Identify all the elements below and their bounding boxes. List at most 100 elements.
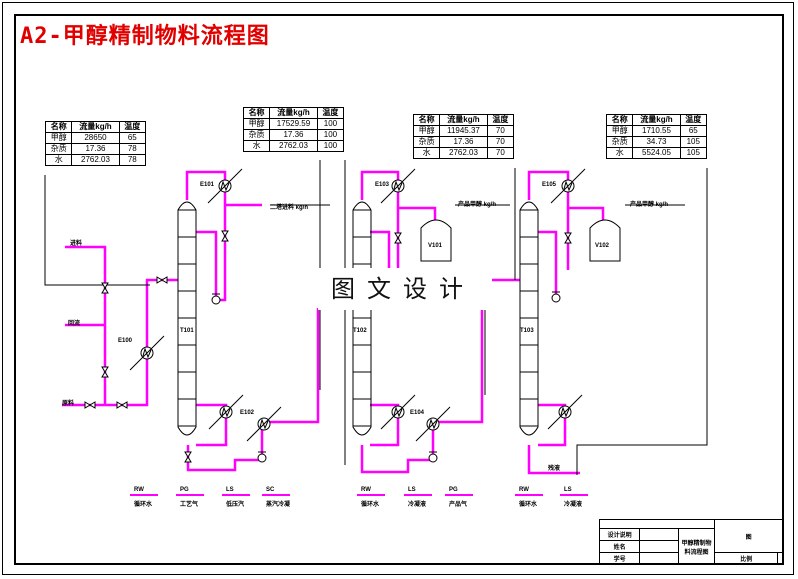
table-header: 流量kg/h	[71, 121, 120, 133]
table-header: 温度	[316, 107, 345, 119]
reflux3-pipe	[538, 230, 558, 300]
outlet3-label: 产品甲醇 kg/h	[630, 202, 669, 208]
overhead2-pipe	[360, 170, 400, 270]
legend-code: PG	[449, 487, 458, 493]
reboiler-1	[208, 394, 244, 430]
bottom2-pipe	[360, 308, 484, 474]
legend-line	[560, 494, 588, 496]
outlet1-label: 二塔进料 kg/h	[270, 205, 309, 211]
condenser2-label: E103	[375, 182, 390, 188]
legend-line	[130, 494, 158, 496]
table-cell: 17529.59	[269, 118, 318, 130]
distillation-column-1	[177, 201, 197, 436]
legend-line	[262, 494, 290, 496]
table-cell: 100	[316, 140, 345, 152]
table-cell: 70	[486, 136, 515, 148]
table-cell: 甲醇	[605, 125, 634, 137]
tank3-label: V102	[595, 243, 610, 249]
tank2-label: V101	[428, 243, 443, 249]
legend-line	[515, 494, 543, 496]
column2-label: T102	[353, 328, 367, 334]
legend-desc: 循环水	[134, 502, 153, 508]
preheater	[129, 335, 165, 371]
reboiler2-pipe	[370, 403, 400, 447]
condenser1-label: E101	[200, 182, 215, 188]
table-cell: 105	[679, 136, 708, 148]
valve-b	[116, 401, 128, 409]
overhead3-pipe	[527, 170, 570, 270]
table-header: 温度	[486, 114, 515, 126]
table-cell: 100	[316, 129, 345, 141]
legend-desc: 工艺气	[180, 502, 199, 508]
pump-3	[428, 451, 438, 463]
table-cell: 78	[118, 143, 147, 155]
table-cell: 5524.05	[632, 147, 681, 159]
condenser-1	[207, 168, 243, 204]
valve-reflux2	[394, 232, 402, 244]
valve-bottom1	[184, 451, 192, 463]
drawing-title: A2-甲醇精制物料流程图	[20, 24, 270, 49]
table-cell: 17.36	[439, 136, 488, 148]
drawing-border	[14, 14, 784, 565]
bottom3-label: 残液	[548, 466, 561, 472]
valve-feed1	[101, 282, 109, 294]
sheet-cell: 图	[714, 519, 783, 553]
reboiler1-pipe	[196, 403, 228, 447]
condenser3-label: E105	[542, 182, 557, 188]
table-cell: 甲醇	[44, 132, 73, 144]
outlet2-label: 产品甲醇 kg/h	[458, 202, 497, 208]
legend-code: LS	[226, 487, 234, 493]
table-cell: 甲醇	[412, 125, 441, 137]
table-cell: 28650	[71, 132, 120, 144]
table-cell: 水	[44, 154, 73, 166]
table-cell: 34.73	[632, 136, 681, 148]
watermark: 图文设计	[318, 268, 488, 310]
legend-line	[176, 494, 204, 496]
table-cell: 70	[486, 125, 515, 137]
table-header: 温度	[118, 121, 147, 133]
table-header: 温度	[679, 114, 708, 126]
table-header: 名称	[242, 107, 271, 119]
legend-code: RW	[361, 487, 371, 493]
legend-desc: 产品气	[449, 502, 468, 508]
feed1-pipe	[65, 245, 107, 405]
table-header: 名称	[44, 121, 73, 133]
table-header: 流量kg/h	[439, 114, 488, 126]
table-cell: 2762.03	[71, 154, 120, 166]
feed1-label: 进料	[70, 241, 83, 247]
reboiler1-label: E102	[240, 410, 255, 416]
table-header: 流量kg/h	[269, 107, 318, 119]
table-cell: 杂质	[412, 136, 441, 148]
legend-code: RW	[134, 487, 144, 493]
legend-desc: 蒸汽冷凝	[266, 502, 291, 508]
preheater-label: E100	[118, 338, 133, 344]
table-cell: 1710.55	[632, 125, 681, 137]
legend-desc: 低压汽	[226, 502, 245, 508]
table-cell: 2762.03	[439, 147, 488, 159]
distillation-column-2	[352, 201, 372, 436]
legend-desc: 冷凝液	[408, 502, 427, 508]
boundary-line-6	[576, 168, 708, 475]
reflux-tank-3	[589, 219, 621, 262]
reboiler-3	[547, 394, 583, 430]
table-cell: 杂质	[44, 143, 73, 155]
reboiler-2b	[415, 406, 451, 442]
table-header: 名称	[412, 114, 441, 126]
tb-r2: 姓名	[598, 540, 641, 553]
legend-code: RW	[519, 487, 529, 493]
table-cell: 水	[605, 147, 634, 159]
to-tank3-pipe	[568, 206, 605, 220]
condenser-2	[380, 168, 416, 204]
table-cell: 65	[679, 125, 708, 137]
